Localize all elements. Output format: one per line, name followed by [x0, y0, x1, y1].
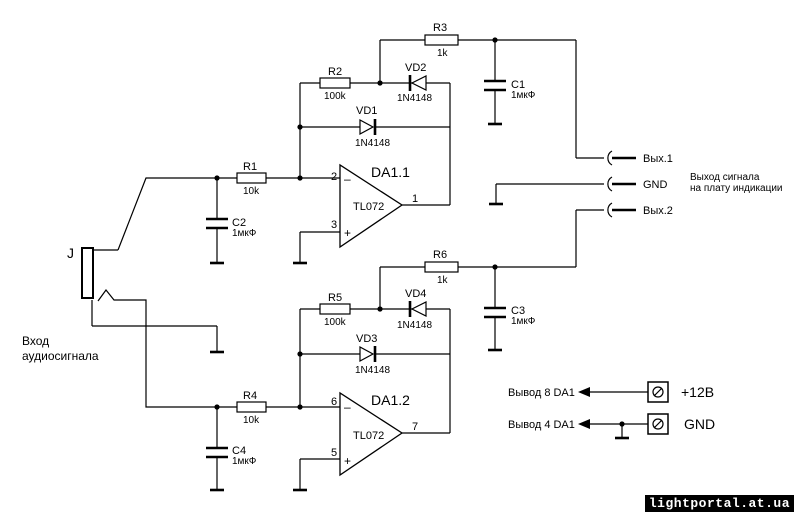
label-gnd-power: GND: [684, 416, 715, 432]
label-vd3: VD3: [356, 333, 377, 345]
label-c3: C3: [511, 305, 525, 317]
label-r1: R1: [243, 161, 257, 173]
diode-vd1: [359, 118, 377, 136]
label-pin4: Вывод 4 DA1: [508, 419, 575, 431]
opamp-da11-plus: +: [344, 226, 351, 240]
value-da11: TL072: [353, 201, 384, 213]
pin-6: 6: [331, 396, 337, 408]
label-gnd-out: GND: [643, 179, 668, 191]
pin-1: 1: [412, 193, 418, 205]
lower-channel-wires: [97, 209, 604, 492]
label-vd4: VD4: [405, 288, 426, 300]
value-da12: TL072: [353, 430, 384, 442]
opamp-da11-minus: –: [344, 172, 351, 186]
upper-channel-wires: [117, 39, 604, 265]
diode-vd3: [359, 345, 377, 363]
resistor-r4: [236, 401, 267, 413]
pin-3: 3: [331, 219, 337, 231]
value-vd1: 1N4148: [355, 138, 390, 149]
value-r2: 100k: [324, 91, 347, 102]
label-jack: J: [67, 245, 74, 261]
label-vd1: VD1: [356, 105, 377, 117]
value-c1: 1мкФ: [511, 90, 536, 101]
label-out1: Вых.1: [643, 153, 673, 165]
value-vd2: 1N4148: [397, 93, 432, 104]
value-c3: 1мкФ: [511, 316, 536, 327]
value-r3: 1k: [437, 48, 449, 59]
label-out2: Вых.2: [643, 205, 673, 217]
label-r4: R4: [243, 390, 257, 402]
output-desc-line2: на плату индикации: [690, 183, 783, 194]
resistor-r1: [236, 172, 267, 184]
component-labels: R1 10k R2 100k R3 1k VD2 1N4148 VD1 1N41…: [22, 22, 783, 468]
junction-dots: [214, 37, 625, 427]
watermark: lightportal.at.ua: [644, 495, 794, 512]
label-da12: DA1.2: [371, 392, 410, 408]
diode-vd4: [408, 301, 427, 317]
value-vd4: 1N4148: [397, 320, 432, 331]
label-da11: DA1.1: [371, 164, 410, 180]
pin-2: 2: [331, 171, 337, 183]
label-c2: C2: [232, 217, 246, 229]
power-terminals: [578, 381, 669, 440]
resistor-r2: [319, 77, 351, 89]
diode-vd2: [408, 75, 427, 91]
value-vd3: 1N4148: [355, 365, 390, 376]
output-desc-line1: Выход сигнала: [690, 172, 760, 183]
output-connectors: [489, 150, 636, 218]
opamp-da11: [339, 163, 404, 249]
label-c1: C1: [511, 79, 525, 91]
resistors: [236, 34, 459, 413]
label-r6: R6: [433, 249, 447, 261]
jack-j: [81, 247, 224, 354]
label-12v: +12В: [681, 384, 714, 400]
value-r4: 10k: [243, 415, 260, 426]
pin-5: 5: [331, 447, 337, 459]
value-c4: 1мкФ: [232, 456, 257, 467]
pin-7: 7: [412, 421, 418, 433]
label-pin8: Вывод 8 DA1: [508, 387, 575, 399]
label-r2: R2: [328, 66, 342, 78]
opamp-da12-plus: +: [344, 454, 351, 468]
diodes: [359, 75, 427, 363]
label-c4: C4: [232, 445, 246, 457]
resistor-r3: [424, 34, 459, 46]
resistor-r5: [319, 303, 351, 315]
opamp-da12: [339, 391, 404, 477]
opamp-da12-minus: –: [344, 400, 351, 414]
label-vd2: VD2: [405, 62, 426, 74]
input-label-line1: Вход: [22, 334, 49, 348]
input-label-line2: аудиосигнала: [22, 349, 99, 363]
label-r3: R3: [433, 22, 447, 34]
value-c2: 1мкФ: [232, 228, 257, 239]
value-r6: 1k: [437, 275, 449, 286]
label-r5: R5: [328, 292, 342, 304]
value-r5: 100k: [324, 317, 347, 328]
value-r1: 10k: [243, 186, 260, 197]
resistor-r6: [424, 261, 459, 273]
